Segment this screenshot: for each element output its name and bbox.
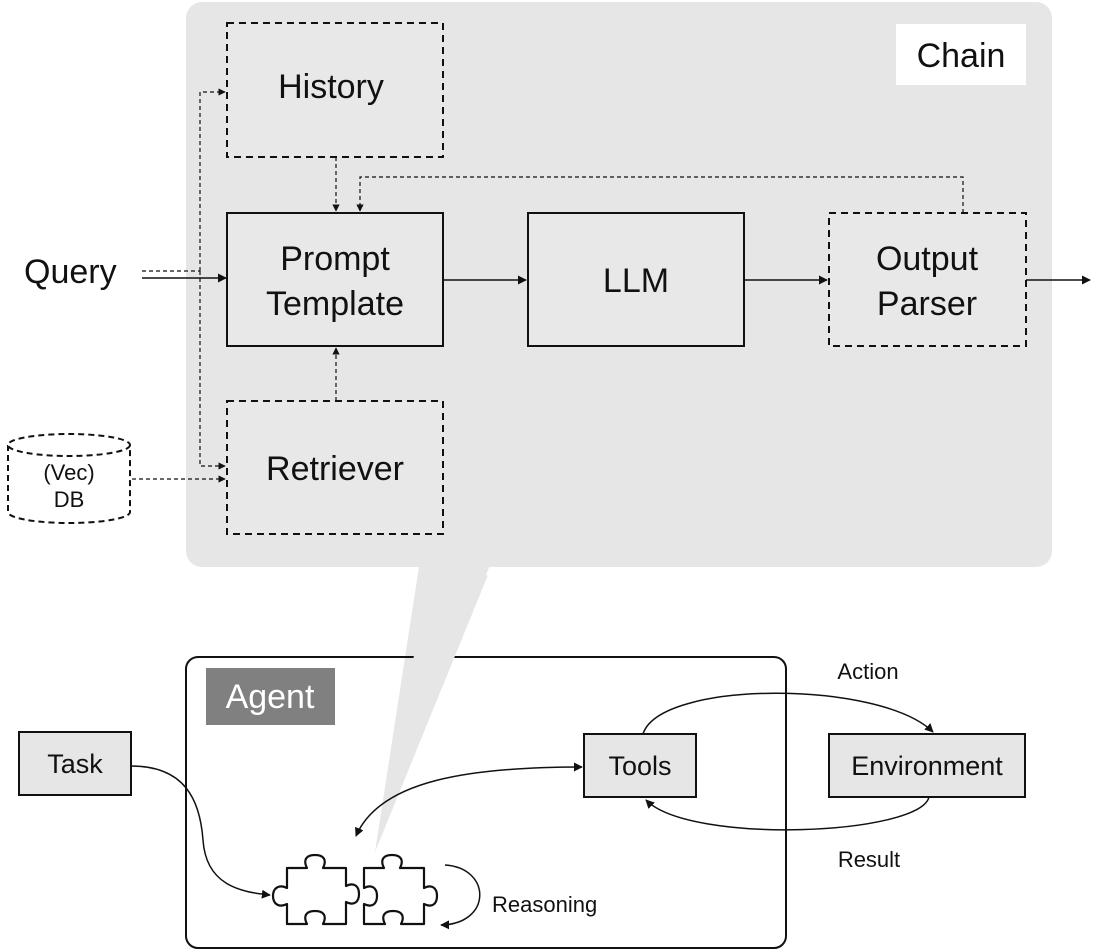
db-label-2: DB [54,487,85,512]
task-node: Task [18,731,132,796]
query-label: Query [24,253,117,291]
agent-title-badge [206,668,335,725]
callout-tail-front [375,575,488,852]
result-label: Result [838,847,900,872]
agent-panel: Agent [185,656,787,949]
retriever-node: Retriever [226,400,444,535]
agent-connectors [130,692,934,930]
prompt-template-label-2: Template [266,285,404,323]
environment-label: Environment [851,751,1003,781]
chain-title: Chain [917,37,1006,75]
retriever-label: Retriever [266,450,404,488]
prompt-template-node: Prompt Template [226,212,444,347]
chain-connectors [132,88,1091,483]
history-node: History [226,22,444,158]
agent-title: Agent [226,678,315,716]
llm-label: LLM [603,262,669,300]
task-label: Task [47,749,103,779]
action-label: Action [837,659,898,684]
vector-db-icon: (Vec) DB [7,433,131,524]
output-parser-label-1: Output [876,240,979,278]
chain-title-badge: Chain [896,24,1026,85]
tools-node: Tools [583,733,697,798]
llm-node: LLM [527,212,745,347]
puzzle-icon [271,853,439,926]
history-label: History [278,68,384,106]
output-parser-node: Output Parser [828,212,1027,347]
output-parser-label-2: Parser [877,285,977,323]
tools-label: Tools [608,751,671,781]
db-label-1: (Vec) [43,460,94,485]
environment-node: Environment [828,733,1026,798]
reasoning-label: Reasoning [492,892,597,917]
prompt-template-label-1: Prompt [280,240,390,278]
